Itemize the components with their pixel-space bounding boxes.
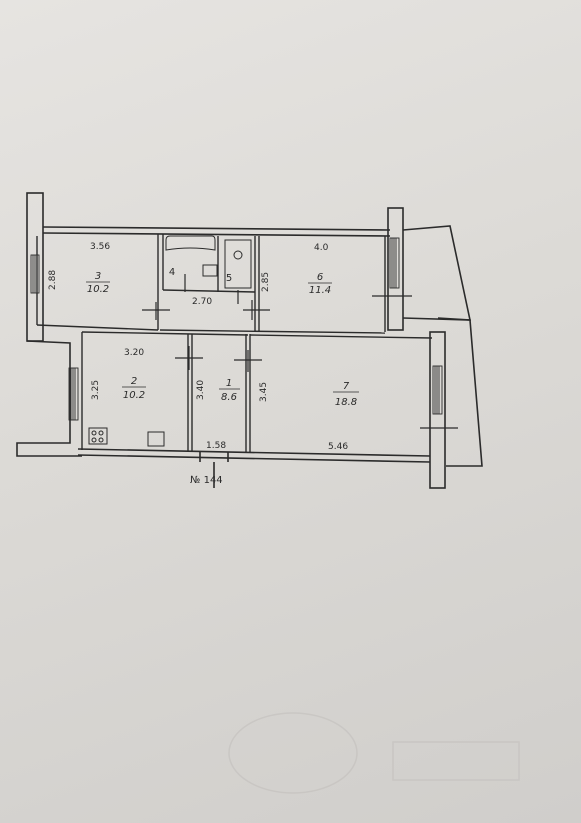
room-1-area: 8.6 xyxy=(221,392,237,403)
interior-walls xyxy=(36,234,433,452)
room-4-number: 4 xyxy=(169,267,175,278)
dim-3-45: 3.45 xyxy=(259,382,269,402)
room-6-area: 11.4 xyxy=(309,285,331,296)
room-7-number: 7 xyxy=(343,381,350,392)
room-1-number: 1 xyxy=(226,378,232,389)
room-2-number: 2 xyxy=(131,376,137,387)
room-5-number: 5 xyxy=(226,273,232,284)
dimension-labels: 3.56 2.88 2.70 4.0 2.85 3.20 3.25 3.40 3… xyxy=(48,242,348,452)
faint-stamp xyxy=(228,712,520,794)
dim-2-85: 2.85 xyxy=(261,272,271,292)
dim-2-88: 2.88 xyxy=(48,270,58,290)
room-3-number: 3 xyxy=(95,271,101,282)
dim-3-40: 3.40 xyxy=(196,380,206,400)
room-labels: 3 10.2 4 5 6 11.4 2 10.2 1 8.6 7 18.8 xyxy=(86,267,359,408)
windows xyxy=(30,237,443,421)
dim-3-20: 3.20 xyxy=(124,348,144,358)
dim-4-0: 4.0 xyxy=(314,243,329,253)
room-7-area: 18.8 xyxy=(335,397,357,408)
door-marks xyxy=(142,274,458,429)
room-3-area: 10.2 xyxy=(87,284,109,295)
room-6-number: 6 xyxy=(317,272,323,283)
dim-3-25: 3.25 xyxy=(91,380,101,400)
dim-5-46: 5.46 xyxy=(328,442,348,452)
walls xyxy=(16,192,483,489)
dim-1-58: 1.58 xyxy=(206,441,226,451)
fixtures xyxy=(88,235,252,447)
room-2-area: 10.2 xyxy=(123,390,145,401)
dim-3-56: 3.56 xyxy=(90,242,110,252)
apartment-number: № 144 xyxy=(190,475,223,486)
dim-2-70: 2.70 xyxy=(192,297,212,307)
